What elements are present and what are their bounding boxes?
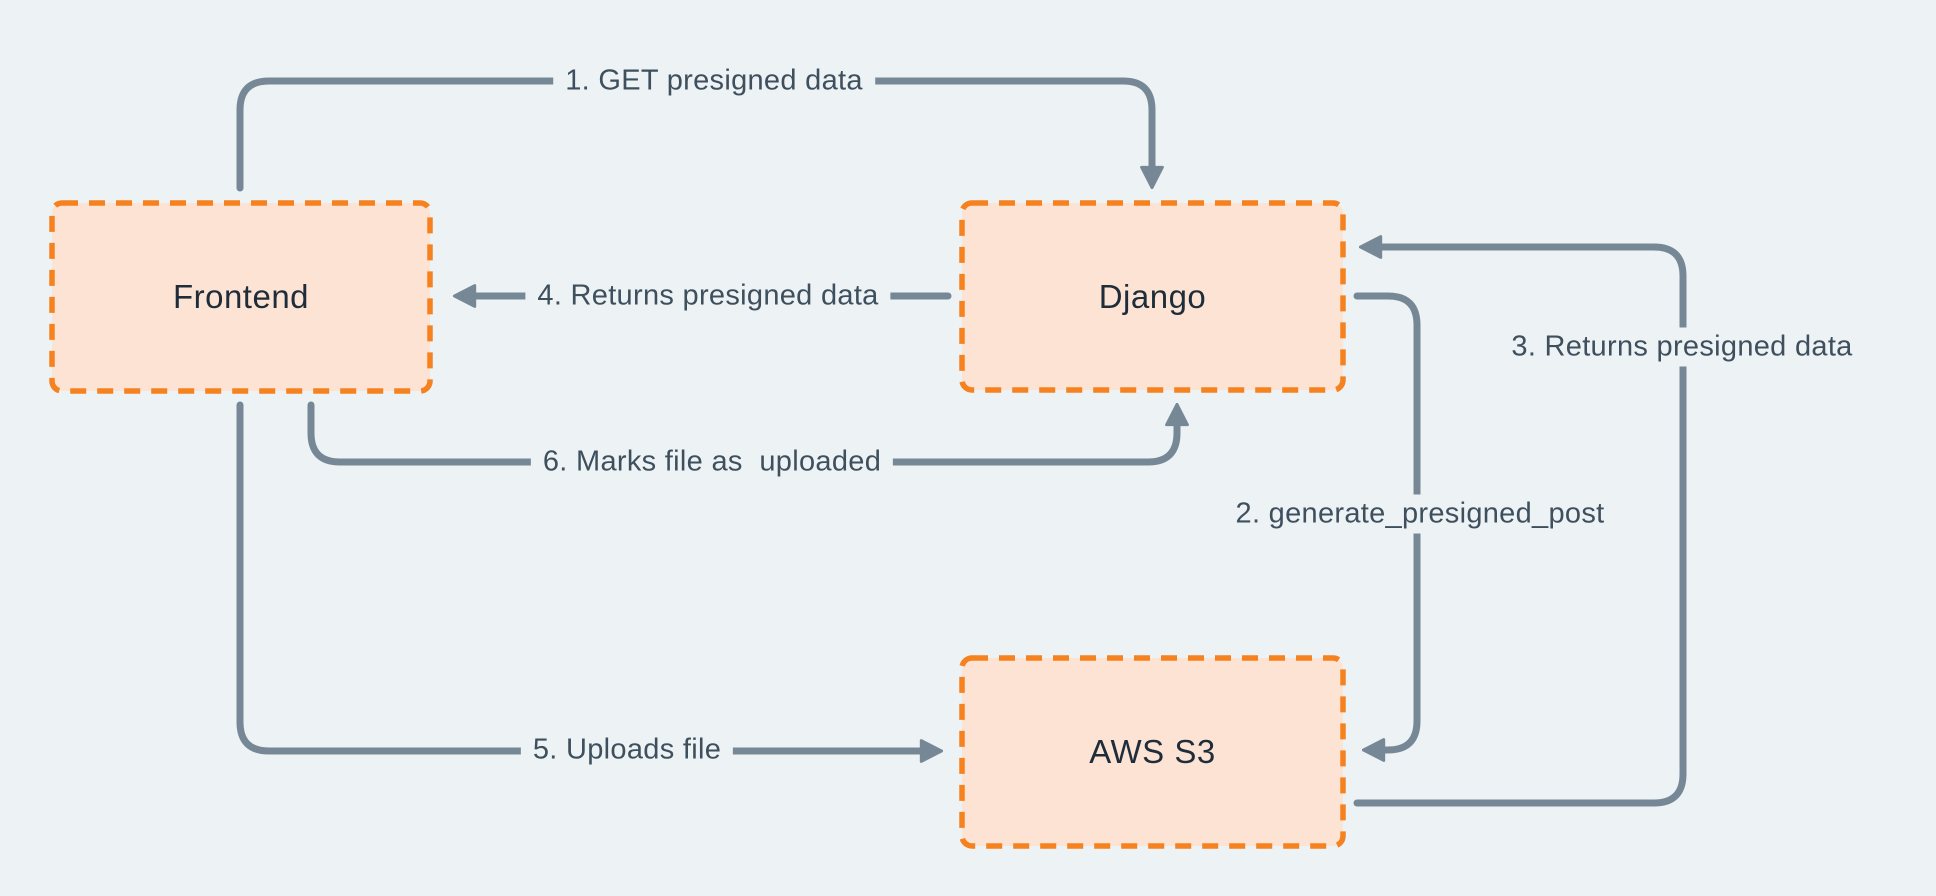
edge-label-returns-presigned-data-s3: 3. Returns presigned data — [1499, 327, 1865, 367]
edge-label-marks-file-uploaded: 6. Marks file as uploaded — [530, 442, 894, 482]
django-box — [959, 200, 1346, 393]
edge-label-returns-presigned-data-frontend: 4. Returns presigned data — [525, 276, 891, 316]
edge-label-get-presigned-data: 1. GET presigned data — [553, 61, 875, 101]
node-aws-s3-label: AWS S3 — [1089, 733, 1216, 770]
edge-label-generate-presigned-post: 2. generate_presigned_post — [1223, 494, 1617, 534]
node-django-label: Django — [1098, 277, 1207, 315]
node-frontend: Frontend — [49, 200, 433, 394]
node-aws-s3: AWS S3 — [959, 655, 1346, 849]
frontend-box — [49, 200, 433, 394]
edge-3-returns-presigned-data-arrow — [1353, 235, 1687, 807]
node-django: Django — [959, 200, 1346, 393]
edge-5-uploads-file-arrow — [236, 401, 944, 763]
node-frontend-label: Frontend — [172, 278, 310, 315]
edge-label-uploads-file: 5. Uploads file — [520, 730, 734, 770]
aws-s3-box — [959, 655, 1346, 849]
